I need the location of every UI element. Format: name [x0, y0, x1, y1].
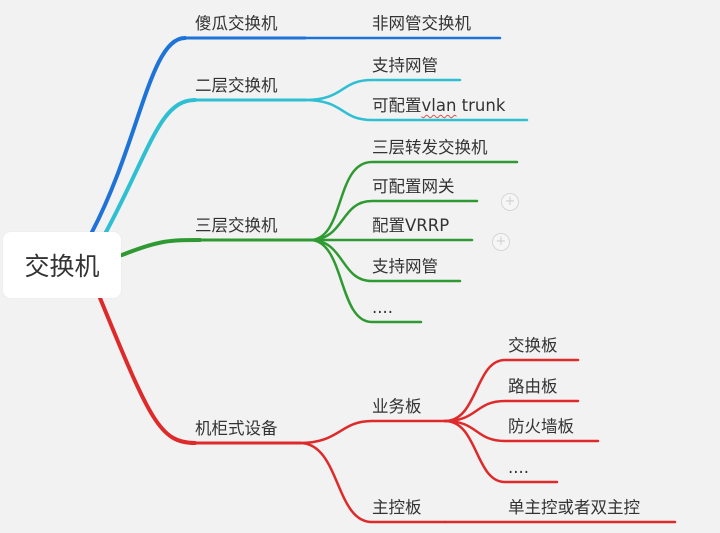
- connector-cabinet-to-service-board: [298, 419, 447, 445]
- connector-l2-to-vlan-trunk: [303, 98, 529, 122]
- node-configurable-gateway[interactable]: 可配置网关: [372, 177, 455, 196]
- node-service-board[interactable]: 业务板: [372, 397, 422, 416]
- connector-service-to-router-board: [443, 399, 580, 423]
- vlan-trunk-prefix: 可配置: [372, 96, 422, 115]
- collapse-toggle-gateway[interactable]: +: [501, 193, 519, 211]
- connector-service-to-switch-board: [443, 358, 580, 423]
- node-l3-forwarding[interactable]: 三层转发交换机: [372, 138, 488, 157]
- node-l2-managed[interactable]: 支持网管: [372, 56, 438, 75]
- node-vlan-trunk[interactable]: 可配置vlan trunk: [372, 96, 505, 116]
- branch-l2-switch[interactable]: 二层交换机: [195, 76, 278, 95]
- connector-root-to-cabinet: [98, 296, 197, 445]
- node-unmanaged-switch[interactable]: 非网管交换机: [372, 14, 471, 33]
- collapse-toggle-vrrp[interactable]: +: [492, 233, 510, 251]
- node-switch-board[interactable]: 交换板: [508, 336, 558, 355]
- node-vrrp[interactable]: 配置VRRP: [372, 216, 450, 235]
- branch-dumb-switch[interactable]: 傻瓜交换机: [195, 14, 278, 33]
- node-l3-managed[interactable]: 支持网管: [372, 257, 438, 276]
- vlan-trunk-suffix: trunk: [456, 96, 506, 115]
- branch-l3-switch[interactable]: 三层交换机: [195, 216, 278, 235]
- vlan-spellcheck-word: vlan: [421, 96, 457, 115]
- connector-service-to-ellipsis: [443, 419, 559, 484]
- connector-root-to-dumb-switch: [90, 36, 187, 234]
- node-control-board[interactable]: 主控板: [372, 498, 422, 517]
- connector-l2-to-managed: [303, 78, 462, 102]
- node-firewall-board[interactable]: 防火墙板: [508, 417, 574, 436]
- node-single-or-dual-control[interactable]: 单主控或者双主控: [508, 498, 640, 517]
- node-service-ellipsis[interactable]: ....: [508, 458, 529, 477]
- connector-service-to-firewall-board: [443, 419, 600, 443]
- connector-l3-to-ellipsis: [308, 238, 423, 324]
- connector-l3-to-managed: [308, 238, 462, 283]
- node-router-board[interactable]: 路由板: [508, 377, 558, 396]
- connector-l3-to-l3-forwarding: [308, 160, 519, 242]
- node-l3-ellipsis[interactable]: ....: [372, 298, 393, 317]
- root-label: 交换机: [24, 252, 100, 281]
- connector-root-to-l3-switch: [120, 238, 202, 257]
- connector-cabinet-to-control-board: [298, 441, 447, 524]
- root-node[interactable]: 交换机: [3, 232, 121, 298]
- connector-root-to-l2-switch: [104, 98, 197, 234]
- branch-cabinet-device[interactable]: 机柜式设备: [195, 419, 278, 438]
- connector-l3-to-gateway: [308, 199, 479, 242]
